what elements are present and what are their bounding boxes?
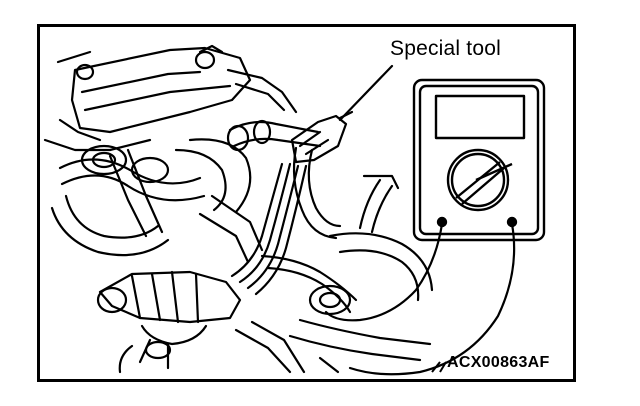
- figure-code-tick: [431, 361, 447, 373]
- special-tool-label: Special tool: [390, 37, 501, 60]
- test-harness: [230, 110, 358, 314]
- special-tool-leader-line: [338, 64, 394, 122]
- probe-leads: [324, 222, 516, 376]
- figure-code: ACX00863AF: [447, 354, 550, 371]
- lower-engine-components: [234, 174, 434, 374]
- hose-lines: [50, 119, 342, 264]
- digital-multimeter-icon: [412, 78, 546, 242]
- engine-block-outline: [43, 44, 298, 152]
- sensor-connector: [96, 270, 242, 374]
